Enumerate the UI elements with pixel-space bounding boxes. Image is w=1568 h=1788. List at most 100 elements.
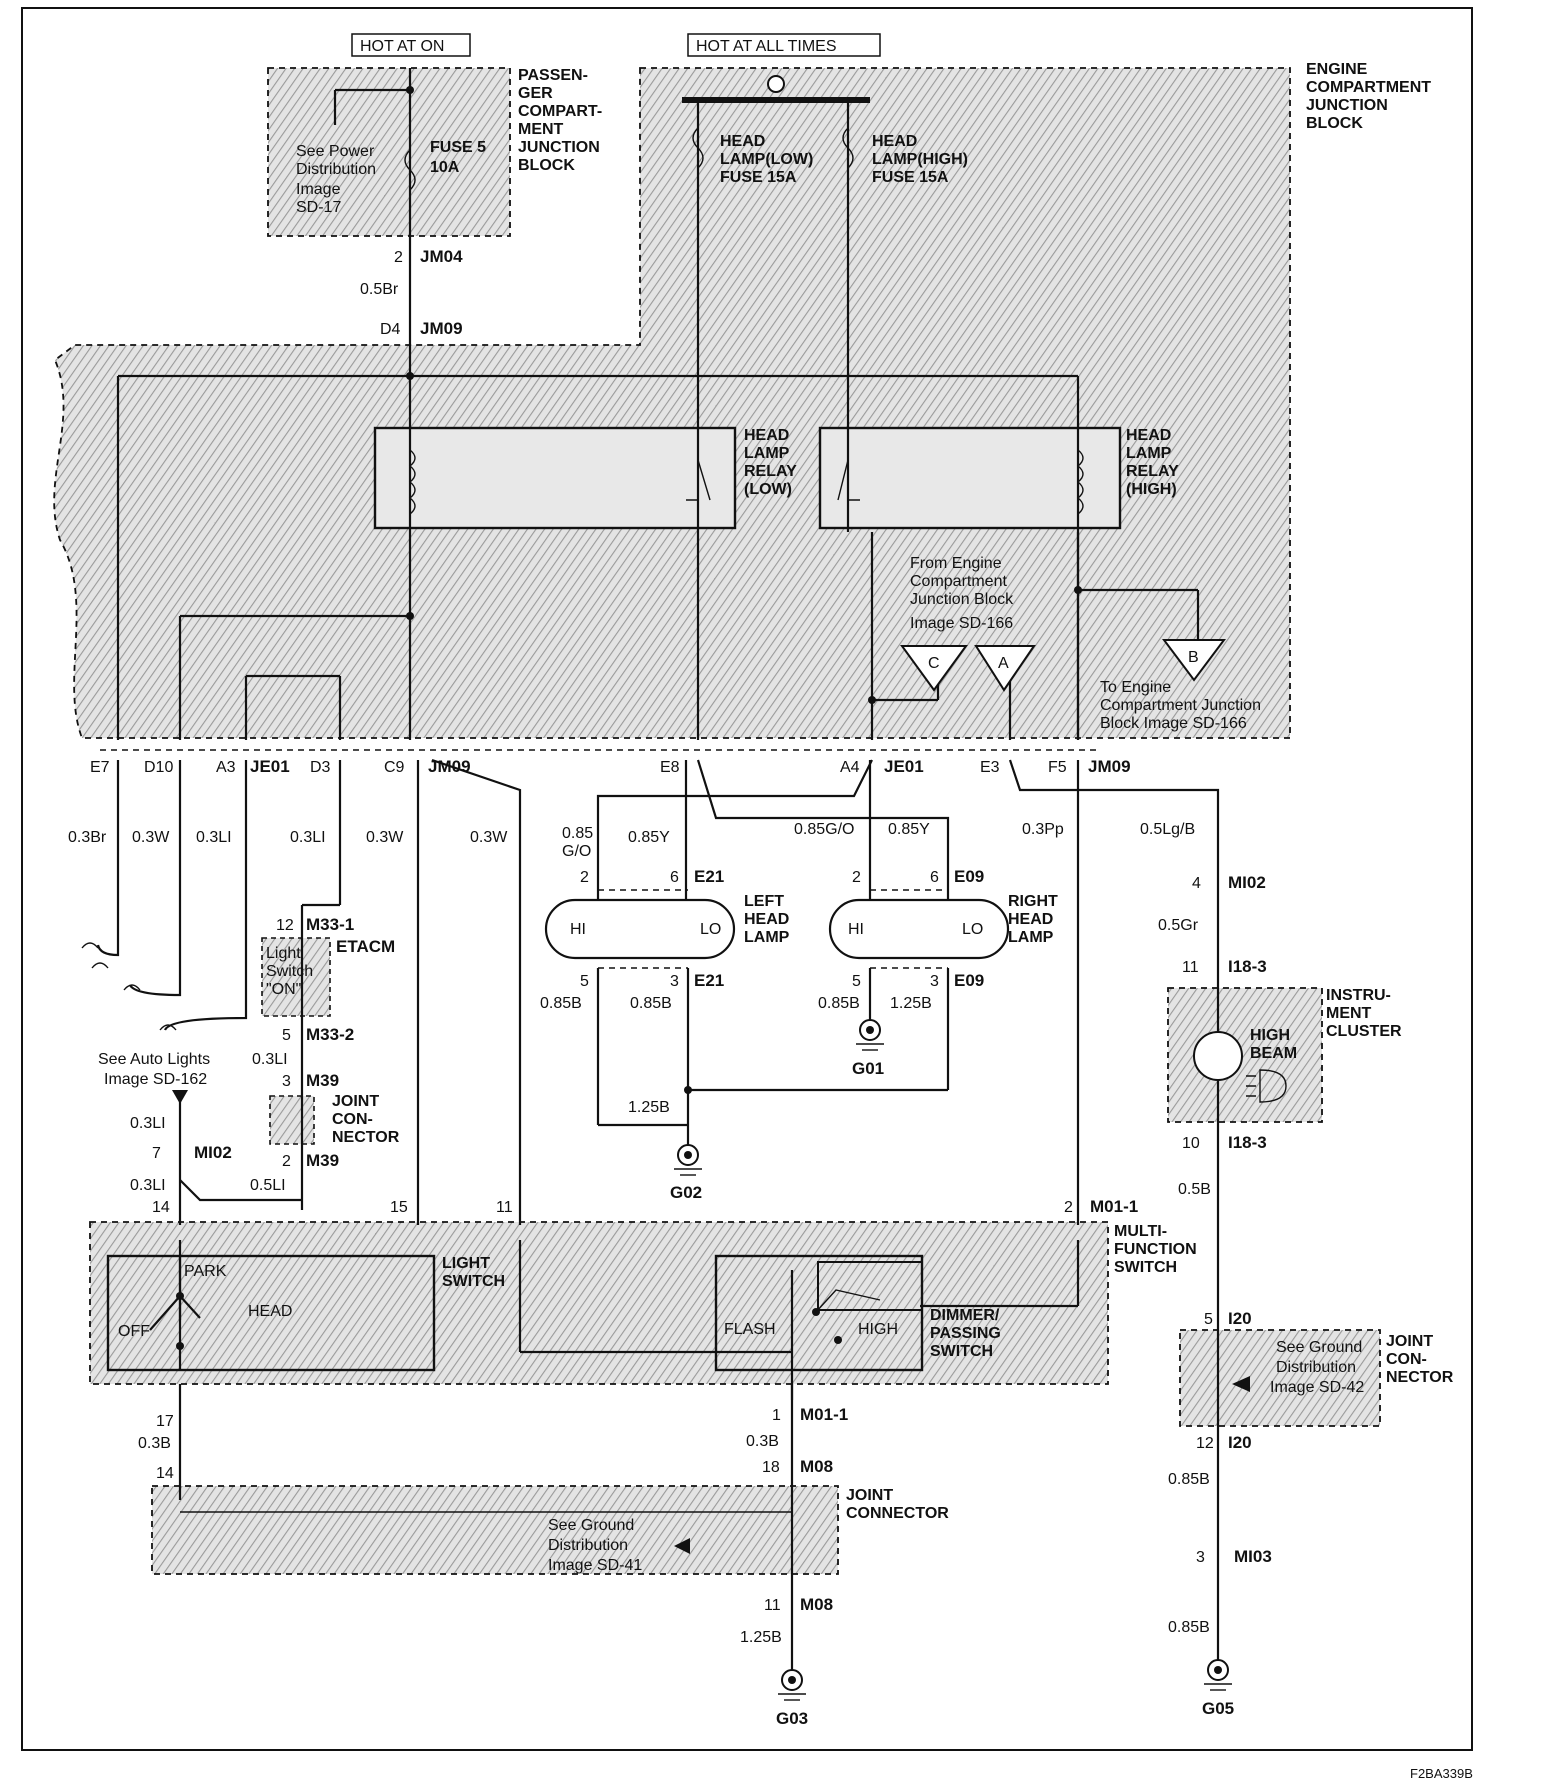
wire-03w-a: 0.3W [132, 829, 170, 846]
light-switch-label: LIGHT SWITCH [442, 1255, 505, 1290]
wire-03w-b: 0.3W [366, 829, 404, 846]
dimmer-switch-box [714, 1254, 924, 1372]
pin-l3: 3 [670, 973, 679, 990]
wire-085y-b: 0.85Y [888, 821, 930, 838]
jm09-label-top: JM09 [420, 319, 463, 338]
pin-r6: 6 [930, 869, 939, 886]
relay-high-coil-icon [1076, 449, 1084, 515]
pin-15: 15 [390, 1199, 408, 1216]
pjb-note: See Power Distribution Image SD-17 [296, 143, 380, 216]
i18-3-label-bottom: I18-3 [1228, 1133, 1267, 1152]
diagram-code: F2BA339B [1410, 1766, 1473, 1781]
relay-high-label: HEAD LAMP RELAY (HIGH) [1126, 427, 1183, 498]
d3-pin: D3 [310, 759, 331, 776]
jm09-label-right: JM09 [1088, 757, 1131, 776]
relay-low-coil-icon [408, 449, 416, 515]
joint-connector-i20-label: JOINT CON- NECTOR [1386, 1333, 1454, 1386]
head-label: HEAD [248, 1303, 292, 1320]
m33-2-label: M33-2 [306, 1025, 354, 1044]
relay-low-box [373, 426, 737, 530]
engine-junction-block [53, 67, 1291, 739]
je01-label-mid: JE01 [884, 757, 924, 776]
g01-ground-icon [856, 1019, 884, 1051]
i20-label-top: I20 [1228, 1309, 1252, 1328]
light-switch-box [106, 1254, 436, 1372]
pin-11c: 11 [764, 1597, 781, 1614]
g02-label: G02 [670, 1183, 702, 1202]
ground-sd42-note: See Ground Distribution Image SD-42 [1270, 1339, 1367, 1396]
ground-sd41-arrow-icon [674, 1538, 690, 1554]
wire-125b-b: 1.25B [890, 995, 932, 1012]
wire-03li-c: 0.3LI [252, 1051, 288, 1068]
wire-03li-e: 0.3LI [130, 1177, 166, 1194]
pin-11b: 11 [1182, 959, 1199, 976]
e7-pin: E7 [90, 759, 110, 776]
dimmer-contact-box [817, 1261, 923, 1311]
auto-lights-arrow-icon [172, 1090, 188, 1104]
g02-ground-icon [674, 1144, 702, 1176]
wire-085go: 0.85 G/O [562, 825, 598, 860]
hot-all-times-box [687, 33, 881, 57]
joint-connector-m08-label: JOINT CONNECTOR [846, 1487, 949, 1522]
wire-03br: 0.3Br [68, 829, 107, 846]
high-beam-label: HIGH BEAM [1250, 1027, 1297, 1062]
right-head-lamp [828, 898, 1010, 960]
e3-pin: E3 [980, 759, 1000, 776]
a4-pin: A4 [840, 759, 860, 776]
offpage-b-label: B [1188, 649, 1199, 666]
jm04-label: JM04 [420, 247, 463, 266]
wire-03li-a: 0.3LI [196, 829, 232, 846]
right-lo-label: LO [962, 921, 983, 938]
hot-at-on-label: HOT AT ON [360, 38, 444, 55]
wire-03li-d: 0.3LI [130, 1115, 166, 1132]
wire-085b-a: 0.85B [540, 995, 582, 1012]
left-head-lamp [544, 898, 736, 960]
hot-at-on-box [351, 33, 471, 57]
battery-terminal-icon [767, 75, 785, 93]
pjb-label: PASSEN- GER COMPART- MENT JUNCTION BLOCK [518, 67, 607, 174]
relay-high-box [818, 426, 1122, 530]
left-hi-label: HI [570, 921, 586, 938]
pin-12b: 12 [1196, 1435, 1214, 1452]
c9-pin: C9 [384, 759, 405, 776]
wire-085b-c: 0.85B [818, 995, 860, 1012]
d4-pin: D4 [380, 321, 401, 338]
g03-ground-icon [778, 1669, 806, 1701]
wire-03w-c: 0.3W [470, 829, 508, 846]
from-ejb-note: From Engine Compartment Junction Block I… [910, 555, 1018, 632]
je01-label-left: JE01 [250, 757, 290, 776]
joint-connector-m08 [151, 1485, 839, 1575]
m08-label-top: M08 [800, 1457, 833, 1476]
fuse-high-label: HEAD LAMP(HIGH) FUSE 15A [872, 133, 972, 186]
m01-1-label-top: M01-1 [1090, 1197, 1138, 1216]
mi02-label-right: MI02 [1228, 873, 1266, 892]
offpage-c-label: C [928, 655, 940, 672]
pin-l6: 6 [670, 869, 679, 886]
a3-pin: A3 [216, 759, 236, 776]
pin-18: 18 [762, 1459, 780, 1476]
wire-05br: 0.5Br [360, 281, 399, 298]
d10-pin: D10 [144, 759, 173, 776]
fuse-low-icon [692, 127, 704, 169]
mi03-label: MI03 [1234, 1547, 1272, 1566]
pin-2: 2 [282, 1153, 291, 1170]
wire-125b-c: 1.25B [740, 1629, 782, 1646]
pin-7: 7 [152, 1145, 161, 1162]
g03-label: G03 [776, 1709, 808, 1728]
pin-3: 3 [282, 1073, 291, 1090]
wire-085b-e: 0.85B [1168, 1619, 1210, 1636]
wire-05gr: 0.5Gr [1158, 917, 1199, 934]
pin-3b: 3 [1196, 1549, 1205, 1566]
etacm-box [261, 937, 331, 1017]
i18-3-label-top: I18-3 [1228, 957, 1267, 976]
pin-4: 4 [1192, 875, 1201, 892]
m39-label-top: M39 [306, 1071, 339, 1090]
light-switch-on-label: Light Switch "ON" [266, 945, 318, 998]
relay-low-label: HEAD LAMP RELAY (LOW) [744, 427, 801, 498]
wire-085b-d: 0.85B [1168, 1471, 1210, 1488]
i20-label-bottom: I20 [1228, 1433, 1252, 1452]
pin-14: 14 [152, 1199, 170, 1216]
junction-dots [406, 86, 1082, 1094]
pin-17: 17 [156, 1413, 174, 1430]
